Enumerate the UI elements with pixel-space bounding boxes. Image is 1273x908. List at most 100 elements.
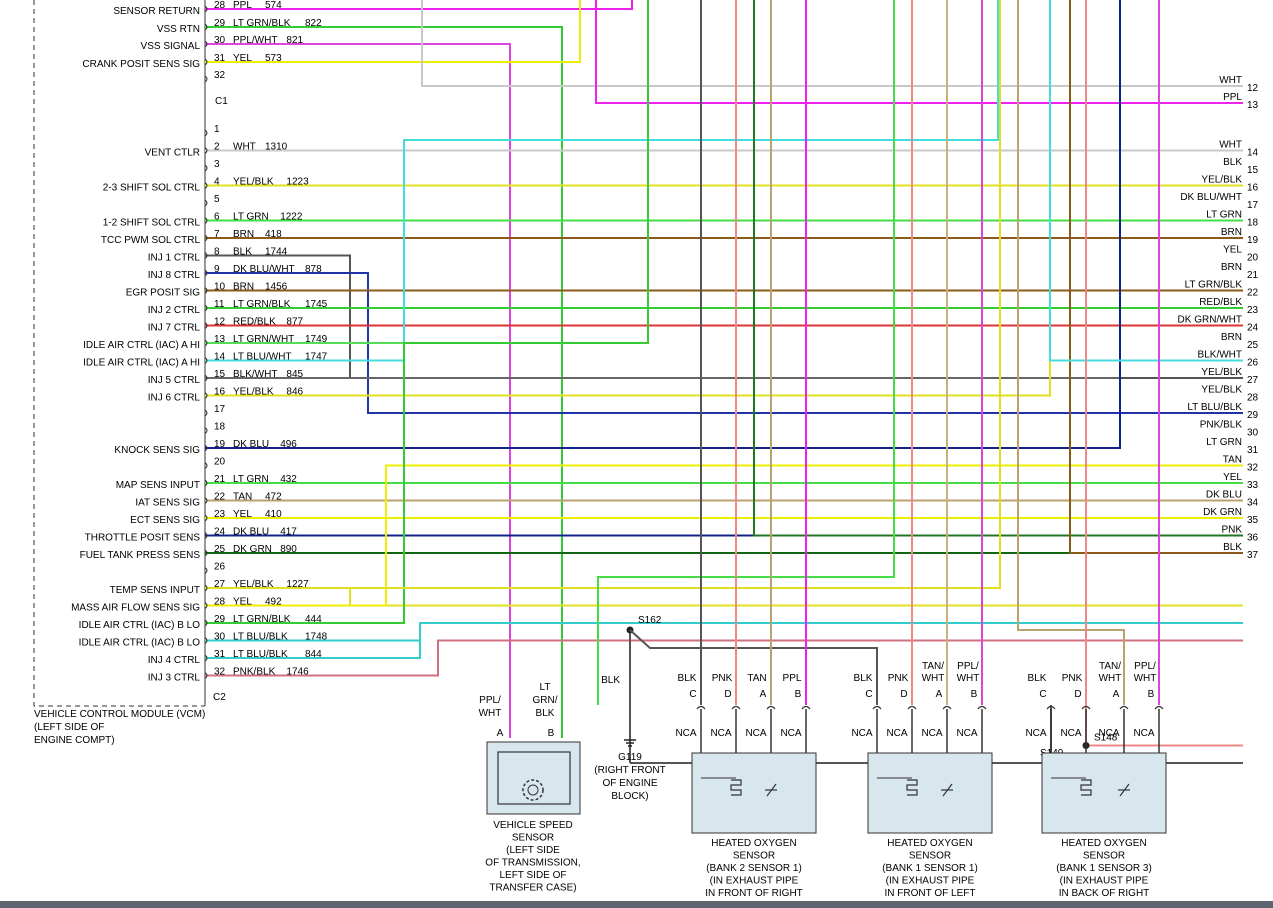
pin-number: 30: [214, 632, 226, 643]
right-wire-number: 25: [1247, 340, 1259, 351]
pin-number: 26: [214, 562, 226, 573]
o2-wire-color: WHT: [922, 673, 945, 684]
pin-number: 13: [214, 334, 226, 345]
pin-number: 25: [214, 544, 226, 555]
wire-pin-16: [205, 0, 1051, 397]
pin-cavity: [204, 409, 208, 417]
o2-heater-icon: [730, 779, 742, 796]
o2-pin-letter: C: [865, 689, 872, 700]
wire-color-label: BLK: [233, 247, 252, 258]
o2-pin-letter: A: [760, 689, 767, 700]
wire-right-14b: [1049, 0, 1243, 362]
connector-c1-label: C1: [215, 96, 228, 107]
right-wire-color: LT GRN: [1206, 437, 1242, 448]
pin-cavity: [204, 5, 208, 13]
right-wire-number: 23: [1247, 305, 1259, 316]
wire-color-label: LT GRN: [233, 212, 269, 223]
pin-number: 21: [214, 474, 226, 485]
pin-number: 28: [214, 597, 226, 608]
right-wire-number: 33: [1247, 480, 1259, 491]
pin-function-label: INJ 6 CTRL: [148, 393, 201, 404]
o2-wire-color: PPL: [783, 673, 802, 684]
wire-color-label: PPL: [233, 0, 252, 11]
pin-cavity: [204, 637, 208, 644]
wire-color-label: RED/BLK: [233, 317, 276, 328]
pin-function-label: VSS SIGNAL: [141, 41, 201, 52]
o2-description: HEATED OXYGEN: [711, 838, 796, 849]
wire-pin-14: [205, 0, 999, 362]
pin-number: 30: [214, 35, 226, 46]
circuit-number: 1744: [265, 247, 288, 258]
pin-number: 5: [214, 194, 220, 205]
o2-nca-label: NCA: [921, 728, 942, 739]
vss-description: SENSOR: [512, 833, 554, 844]
pin-function-label: INJ 3 CTRL: [148, 673, 201, 684]
wire-c1-pin28: [205, 0, 633, 10]
pin-number: 31: [214, 53, 226, 64]
o2-pin-cavity: [696, 705, 706, 710]
o2-wire-color: PPL/: [957, 661, 979, 672]
o2-nca-label: NCA: [675, 728, 696, 739]
wire-color-label: YEL: [233, 597, 252, 608]
wire-color-label: DK BLU: [233, 439, 269, 450]
pin-number: 28: [214, 0, 226, 11]
pin-function-label: TEMP SENS INPUT: [110, 585, 200, 596]
circuit-number: 822: [305, 18, 322, 29]
pin-number: 15: [214, 369, 226, 380]
vss-wire-a-color: WHT: [479, 708, 502, 719]
pin-function-label: EGR POSIT SIG: [126, 288, 200, 299]
o2-element-icon: [766, 783, 777, 797]
wire-vss-feed: [597, 0, 895, 705]
right-wire-number: 28: [1247, 393, 1259, 404]
pin-function-label: VENT CTLR: [145, 148, 200, 159]
pin-number: 18: [214, 422, 226, 433]
o2-description: IN FRONT OF LEFT: [885, 888, 976, 899]
o2-wire-color: TAN/: [1099, 661, 1121, 672]
wire-color-label: PNK/BLK: [233, 667, 276, 678]
wire-color-label: YEL/BLK: [233, 579, 274, 590]
o2-pin-letter: D: [900, 689, 907, 700]
o2-nca-label: NCA: [745, 728, 766, 739]
wire-right-24: [753, 0, 1243, 537]
wire-color-label: PPL/WHT: [233, 35, 277, 46]
pin-cavity: [204, 654, 208, 662]
pin-number: 14: [214, 352, 226, 363]
pin-function-label: 1-2 SHIFT SOL CTRL: [103, 218, 201, 229]
o2-description: (IN EXHAUST PIPE: [1060, 876, 1149, 887]
vss-wire-b-color: LT: [540, 682, 551, 693]
o2-description: (BANK 1 SENSOR 1): [882, 863, 978, 874]
pin-cavity: [204, 427, 208, 434]
right-wire-number: 37: [1247, 550, 1259, 561]
vss-pin-a: A: [497, 728, 504, 739]
pin-cavity: [204, 514, 208, 522]
circuit-number: 410: [265, 509, 282, 520]
pin-function-label: ECT SENS SIG: [130, 515, 200, 526]
o2-sensor-body: [691, 752, 817, 834]
vss-gear-icon: [522, 779, 544, 801]
wire-right-13: [595, 0, 1243, 104]
o2-wire-color: TAN: [747, 673, 766, 684]
right-wire-color: RED/BLK: [1199, 297, 1242, 308]
wire-right-27b: [350, 0, 1001, 589]
pin-number: 1: [214, 124, 220, 135]
pin-cavity: [204, 374, 208, 382]
pin-function-label: SENSOR RETURN: [113, 6, 200, 17]
wire-color-label: BLK/WHT: [233, 369, 277, 380]
o2-sensor-body: [867, 752, 993, 834]
o2-wire-color: WHT: [1134, 673, 1157, 684]
vss-pin-b: B: [548, 728, 555, 739]
right-wire-color: YEL: [1223, 472, 1242, 483]
connector-c2-label: C2: [213, 692, 226, 703]
right-wire-number: 26: [1247, 358, 1259, 369]
vcm-label: (LEFT SIDE OF: [34, 722, 104, 733]
o2-pin-cavity: [872, 705, 882, 710]
o2-description: IN FRONT OF RIGHT: [705, 888, 803, 899]
o2-pin-letter: C: [689, 689, 696, 700]
o2-nca-label: NCA: [886, 728, 907, 739]
splice-s148-label: S148: [1094, 733, 1118, 744]
pin-function-label: IDLE AIR CTRL (IAC) B LO: [79, 620, 201, 631]
o2-pin-cavity: [1046, 705, 1056, 710]
right-wire-color: DK BLU: [1206, 490, 1242, 501]
pin-function-label: 2-3 SHIFT SOL CTRL: [103, 183, 201, 194]
right-wire-color: PPL: [1223, 92, 1242, 103]
